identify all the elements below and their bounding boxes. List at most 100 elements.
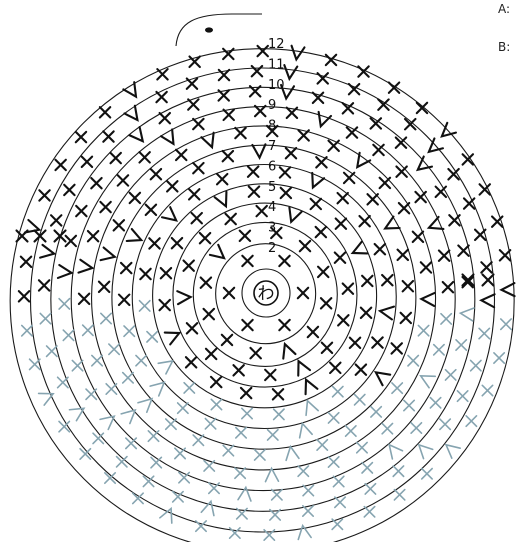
round-number: 9: [268, 98, 276, 113]
increase-v: [77, 258, 95, 274]
single-crochet-x: [478, 183, 491, 196]
single-crochet-x: [331, 518, 344, 531]
single-crochet-x: [371, 336, 384, 349]
single-crochet-x: [115, 455, 128, 468]
single-crochet-x: [355, 441, 368, 454]
single-crochet-x: [77, 292, 91, 306]
yarn-end-dot: [205, 27, 213, 33]
increase-v: [285, 444, 300, 462]
single-crochet-x: [222, 108, 235, 122]
single-crochet-x: [324, 53, 338, 67]
single-crochet-x: [149, 167, 163, 181]
increase-v: [137, 397, 154, 414]
single-crochet-x: [117, 293, 131, 307]
increase-v: [311, 171, 326, 190]
single-crochet-x: [316, 72, 329, 85]
single-crochet-x: [333, 251, 347, 264]
increase-v: [419, 291, 436, 307]
increase-v: [440, 121, 457, 138]
single-crochet-x: [19, 255, 33, 269]
single-crochet-x: [158, 111, 172, 125]
single-crochet-x: [246, 165, 260, 178]
single-crochet-x: [473, 228, 487, 242]
increase-v: [290, 44, 306, 62]
increase-v: [160, 128, 175, 146]
single-crochet-x: [417, 324, 430, 337]
round-number: 2: [268, 241, 276, 256]
increase-v: [350, 240, 369, 255]
yarn-tail: [175, 13, 262, 47]
single-crochet-x: [498, 249, 512, 262]
single-crochet-x: [357, 65, 370, 78]
single-crochet-x: [372, 143, 385, 157]
single-crochet-x: [297, 129, 310, 142]
single-crochet-x: [37, 279, 51, 292]
round-number: 11: [268, 57, 285, 72]
single-crochet-x: [221, 149, 235, 163]
single-crochet-x: [363, 505, 376, 518]
single-crochet-x: [347, 82, 361, 96]
single-crochet-x: [255, 204, 268, 218]
increase-v: [125, 227, 144, 243]
increase-v: [458, 307, 475, 322]
increase-v: [237, 485, 252, 502]
single-crochet-x: [437, 249, 451, 262]
single-crochet-x: [448, 214, 461, 227]
increase-v: [99, 415, 116, 431]
single-crochet-x: [123, 325, 136, 338]
single-crochet-x: [395, 165, 408, 178]
increase-v: [304, 377, 319, 396]
single-crochet-x: [164, 418, 177, 431]
single-crochet-x: [222, 444, 235, 457]
single-crochet-x: [334, 496, 347, 509]
single-crochet-x: [319, 297, 333, 310]
single-crochet-x: [253, 104, 267, 118]
single-crochet-x: [493, 352, 506, 365]
single-crochet-x: [439, 418, 452, 431]
single-crochet-x: [194, 520, 207, 533]
single-crochet-x: [38, 189, 51, 202]
single-crochet-x: [97, 280, 111, 294]
single-crochet-x: [158, 298, 171, 312]
increase-v: [279, 83, 296, 101]
single-crochet-x: [224, 212, 237, 226]
single-crochet-x: [361, 461, 374, 474]
single-crochet-x: [80, 155, 94, 169]
single-crochet-x: [480, 261, 493, 274]
single-crochet-x: [270, 226, 283, 240]
round-ring: [29, 67, 496, 533]
single-crochet-x: [170, 236, 184, 250]
single-crochet-x: [341, 102, 355, 115]
single-crochet-x: [17, 290, 31, 303]
single-crochet-x: [329, 361, 342, 375]
round-ring: [152, 183, 378, 409]
increase-v: [355, 151, 372, 170]
single-crochet-x: [235, 507, 248, 520]
increase-v: [305, 399, 319, 417]
single-crochet-x: [263, 528, 276, 541]
increase-v: [163, 331, 182, 346]
single-crochet-x: [327, 411, 340, 424]
increase-v: [499, 282, 516, 298]
increase-v: [415, 155, 434, 172]
single-crochet-x: [148, 237, 161, 250]
single-crochet-x: [90, 176, 103, 190]
single-crochet-x: [316, 438, 329, 451]
round-number: 12: [268, 37, 285, 52]
single-crochet-x: [220, 333, 234, 347]
single-crochet-x: [49, 214, 63, 227]
single-crochet-x: [265, 124, 279, 138]
single-crochet-x: [332, 475, 345, 488]
increase-v: [159, 506, 173, 524]
stitch-symbols: [15, 44, 516, 541]
single-crochet-x: [353, 393, 366, 406]
increase-v: [122, 81, 138, 99]
single-crochet-x: [336, 191, 349, 205]
increase-v: [213, 190, 228, 209]
single-crochet-x: [381, 273, 394, 287]
single-crochet-x: [91, 354, 104, 367]
single-crochet-x: [278, 254, 291, 268]
increase-v: [23, 218, 42, 234]
single-crochet-x: [377, 98, 390, 111]
